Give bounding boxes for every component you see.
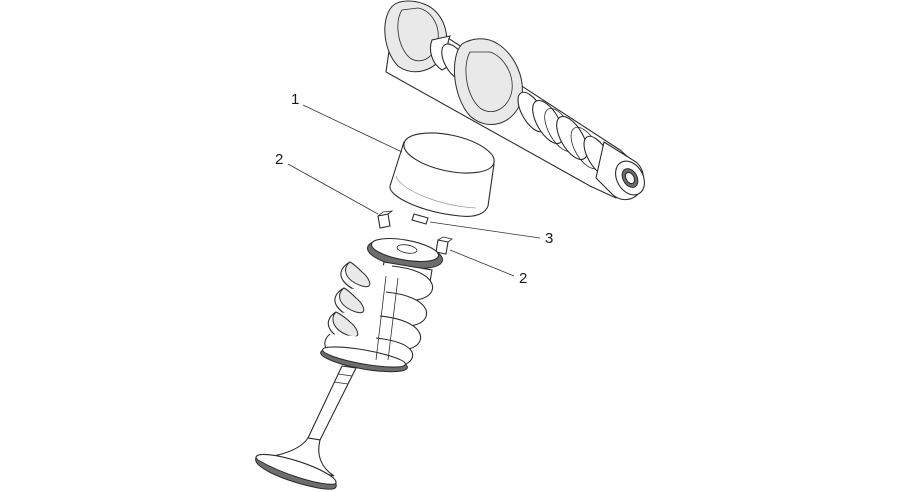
callout-keeper-left: 2 bbox=[275, 151, 283, 168]
valve-spring-assembly bbox=[320, 237, 443, 373]
camshaft bbox=[384, 0, 645, 201]
leader-tappet bbox=[302, 104, 403, 153]
callout-tappet: 1 bbox=[291, 91, 299, 108]
callout-keeper-right: 2 bbox=[519, 270, 527, 287]
valve bbox=[255, 365, 357, 490]
keeper-left-shape bbox=[377, 210, 394, 229]
keeper-right-shape bbox=[435, 236, 453, 255]
shim-shape bbox=[411, 213, 429, 225]
bucket-tappet bbox=[389, 132, 495, 217]
callout-shim: 3 bbox=[545, 230, 553, 247]
leader-keeper-left bbox=[287, 163, 379, 215]
leader-shim bbox=[429, 221, 541, 239]
leader-keeper-right bbox=[449, 249, 515, 277]
leader-lines bbox=[287, 104, 541, 277]
